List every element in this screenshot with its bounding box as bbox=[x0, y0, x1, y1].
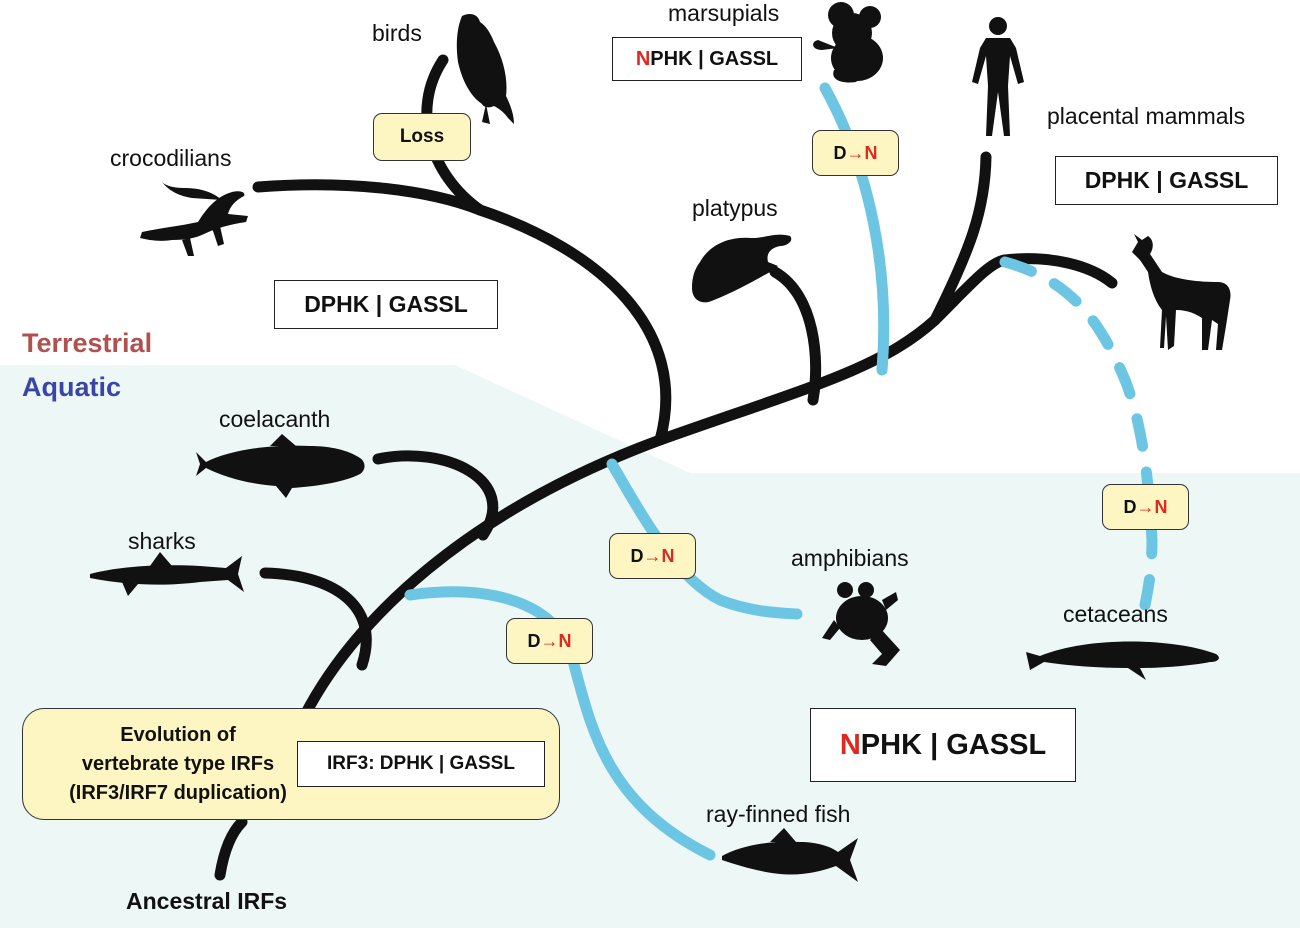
evolution-text: Evolution of vertebrate type IRFs (IRF3/… bbox=[23, 721, 333, 808]
cetacean-substitution-box: D→N bbox=[1102, 484, 1189, 530]
label-cetaceans: cetaceans bbox=[1063, 601, 1168, 627]
substitution-to: N bbox=[661, 545, 675, 566]
placental-sequence: DPHK | GASSL bbox=[1084, 167, 1249, 193]
terrestrial-label: Terrestrial bbox=[22, 328, 153, 358]
terrestrial-sequence: DPHK | GASSL bbox=[304, 291, 468, 317]
branch-shark bbox=[259, 567, 372, 671]
substitution-arrow: → bbox=[1136, 496, 1155, 517]
evolution-line-2: vertebrate type IRFs bbox=[81, 753, 275, 775]
substitution-to: N bbox=[558, 630, 572, 651]
aquatic-sequence-rest: PHK | GASSL bbox=[860, 728, 1047, 761]
substitution-to: N bbox=[1154, 496, 1168, 517]
branch-cetacean bbox=[999, 256, 1158, 611]
placental-sequence-box: DPHK | GASSL bbox=[1055, 156, 1278, 205]
root-label: Ancestral IRFs bbox=[126, 888, 288, 914]
whale-silhouette-icon bbox=[1026, 641, 1219, 680]
irf3-sequence-box: IRF3: DPHK | GASSL bbox=[297, 741, 545, 787]
branch-coelacanth bbox=[372, 450, 499, 541]
terrestrial-sequence-box: DPHK | GASSL bbox=[274, 280, 498, 329]
label-marsupials: marsupials bbox=[668, 0, 780, 26]
loss-event-box: Loss bbox=[373, 113, 471, 161]
branch-human bbox=[929, 151, 992, 326]
label-coelacanth: coelacanth bbox=[219, 406, 331, 432]
loss-label: Loss bbox=[399, 126, 445, 147]
substitution-arrow: → bbox=[846, 142, 865, 163]
koala-silhouette-icon bbox=[813, 2, 883, 83]
amphibian-substitution-box: D→N bbox=[609, 533, 696, 579]
fish-silhouette-icon bbox=[722, 828, 858, 882]
label-placental-mammals: placental mammals bbox=[1047, 103, 1246, 129]
label-birds: birds bbox=[372, 20, 422, 46]
coelacanth-silhouette-icon bbox=[196, 434, 365, 498]
marsupial-mutated-residue: N bbox=[635, 47, 651, 70]
substitution-from: D bbox=[630, 545, 644, 566]
irf3-sequence: IRF3: DPHK | GASSL bbox=[327, 753, 515, 774]
shark-silhouette-icon bbox=[90, 552, 244, 596]
substitution-from: D bbox=[833, 142, 847, 163]
branch-amphibian bbox=[606, 458, 803, 620]
substitution-arrow: → bbox=[540, 630, 559, 651]
marsupial-sequence-rest: PHK | GASSL bbox=[650, 47, 779, 70]
branch-marsupial bbox=[819, 82, 890, 376]
evolution-box: Evolution of vertebrate type IRFs (IRF3/… bbox=[22, 708, 560, 820]
platypus-silhouette-icon bbox=[692, 234, 792, 303]
label-platypus: platypus bbox=[692, 195, 778, 221]
label-ray-finned-fish: ray-finned fish bbox=[706, 801, 851, 827]
label-sharks: sharks bbox=[128, 528, 196, 554]
branch-sauropsid bbox=[474, 204, 672, 446]
aquatic-mutated-residue: N bbox=[839, 728, 861, 761]
branch-backbone bbox=[294, 254, 1011, 731]
llama-silhouette-icon bbox=[1132, 234, 1231, 350]
rayfinned-substitution-box: D→N bbox=[506, 618, 593, 664]
human-silhouette-icon bbox=[972, 17, 1024, 136]
crocodile-silhouette-icon bbox=[140, 182, 248, 256]
frog-silhouette-icon bbox=[822, 582, 900, 666]
substitution-to: N bbox=[864, 142, 878, 163]
marsupial-substitution-box: D→N bbox=[812, 130, 899, 176]
branch-root bbox=[214, 816, 248, 881]
branch-crocodilian bbox=[252, 179, 486, 216]
evolution-line-3: (IRF3/IRF7 duplication) bbox=[69, 782, 287, 804]
substitution-from: D bbox=[527, 630, 541, 651]
label-amphibians: amphibians bbox=[791, 545, 909, 571]
substitution-arrow: → bbox=[643, 545, 662, 566]
label-crocodilians: crocodilians bbox=[110, 145, 232, 171]
substitution-from: D bbox=[1123, 496, 1137, 517]
bird-silhouette-icon bbox=[456, 14, 514, 124]
branch-platypus bbox=[769, 266, 822, 406]
branch-llama bbox=[999, 253, 1118, 289]
evolution-line-1: Evolution of bbox=[120, 724, 236, 746]
aquatic-label: Aquatic bbox=[22, 372, 122, 402]
